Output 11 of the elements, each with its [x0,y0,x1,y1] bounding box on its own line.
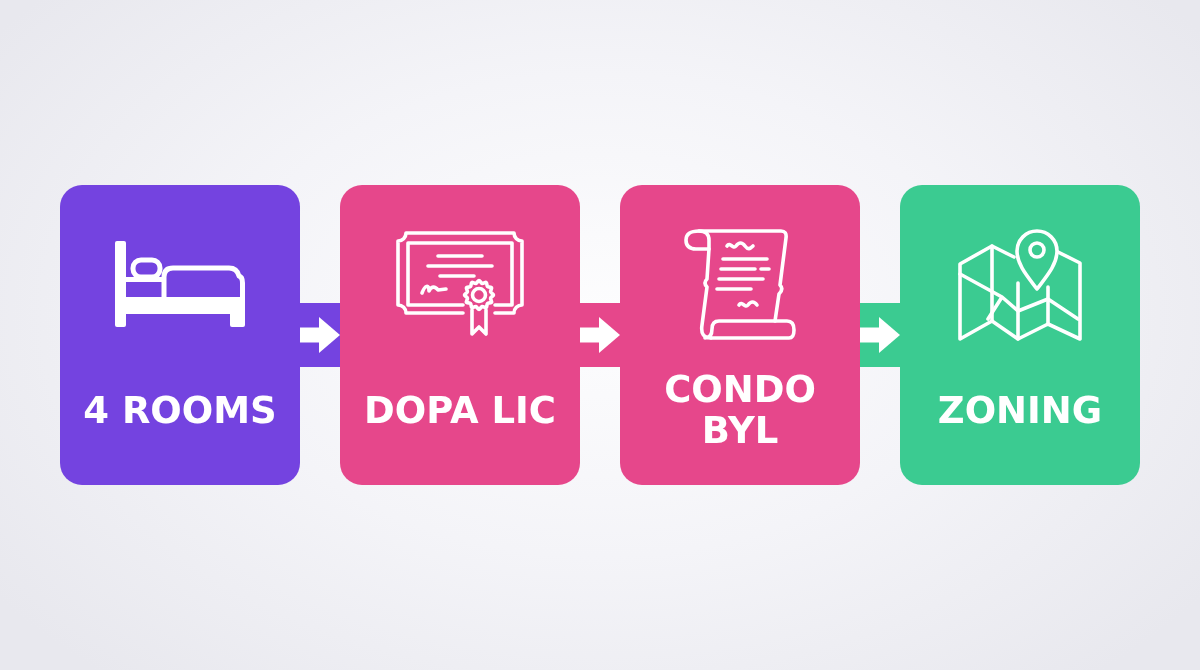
step-card [60,185,300,485]
step-label: CONDO BYL [664,369,816,451]
step-label: DOPA LIC [364,389,556,431]
arrow [860,317,900,353]
step-card [340,185,580,485]
step-card [900,185,1140,485]
step-card [620,185,860,485]
step-label: 4 ROOMS [83,389,277,431]
step-label: ZONING [937,389,1103,431]
arrow [580,317,620,353]
arrow [300,317,340,353]
